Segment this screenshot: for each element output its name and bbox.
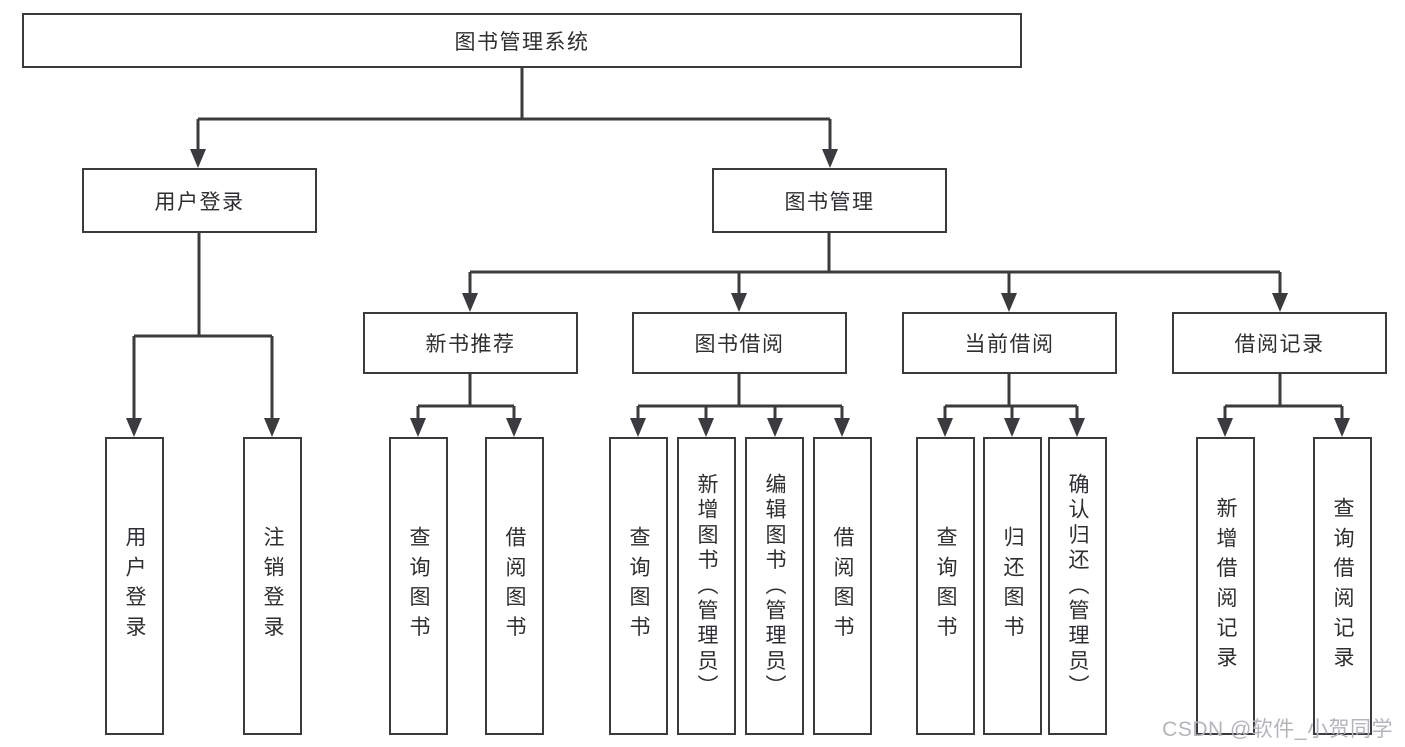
node-label: 用户登录 [123, 526, 146, 646]
leaf-edit-book-admin: 编辑图书（管理员） [745, 437, 804, 735]
node-label: 新增图书（管理员） [695, 472, 718, 700]
connector-lines [132, 66, 1344, 421]
leaf-return-books: 归还图书 [983, 437, 1042, 735]
node-current-borrowing: 当前借阅 [902, 312, 1117, 374]
node-label: 查询图书 [407, 526, 430, 646]
leaf-confirm-return-admin: 确认归还（管理员） [1048, 437, 1107, 735]
node-label: 当前借阅 [964, 333, 1055, 356]
node-label: 用户登录 [154, 190, 245, 214]
node-label: 确认归还（管理员） [1066, 472, 1089, 700]
leaf-logout: 注销登录 [243, 437, 302, 735]
node-book-management-branch: 图书管理 [712, 168, 947, 233]
leaf-add-book-admin: 新增图书（管理员） [677, 437, 736, 735]
node-library-management-system: 图书管理系统 [22, 13, 1022, 68]
leaf-query-borrow-record: 查询借阅记录 [1313, 437, 1372, 735]
node-label: 查询借阅记录 [1331, 496, 1354, 676]
node-label: 新增借阅记录 [1214, 496, 1237, 676]
node-book-borrowing: 图书借阅 [632, 312, 847, 374]
node-user-login-branch: 用户登录 [82, 168, 317, 233]
node-label: 归还图书 [1001, 526, 1024, 646]
node-label: 图书管理 [784, 190, 875, 214]
csdn-watermark: CSDN @软件_小贺同学 [1162, 718, 1393, 741]
node-borrowing-records: 借阅记录 [1172, 312, 1387, 374]
node-label: 编辑图书（管理员） [763, 472, 786, 700]
leaf-borrow-books-recommend: 借阅图书 [485, 437, 544, 735]
node-label: 查询图书 [934, 526, 957, 646]
node-label: 查询图书 [627, 526, 650, 646]
node-label: 图书借阅 [694, 333, 785, 356]
leaf-query-books-current: 查询图书 [916, 437, 975, 735]
node-label: 注销登录 [261, 526, 284, 646]
leaf-user-login: 用户登录 [105, 437, 164, 735]
node-label: 新书推荐 [425, 333, 516, 356]
leaf-add-borrow-record: 新增借阅记录 [1196, 437, 1255, 735]
node-label: 借阅图书 [831, 526, 854, 646]
node-new-book-recommendation: 新书推荐 [363, 312, 578, 374]
node-label: 图书管理系统 [454, 30, 590, 54]
leaf-query-books-borrowing: 查询图书 [609, 437, 668, 735]
node-label: 借阅图书 [503, 526, 526, 646]
node-label: 借阅记录 [1234, 333, 1325, 356]
leaf-query-books-recommend: 查询图书 [389, 437, 448, 735]
leaf-borrow-books-borrowing: 借阅图书 [813, 437, 872, 735]
arrowhead-icons [126, 149, 1350, 437]
